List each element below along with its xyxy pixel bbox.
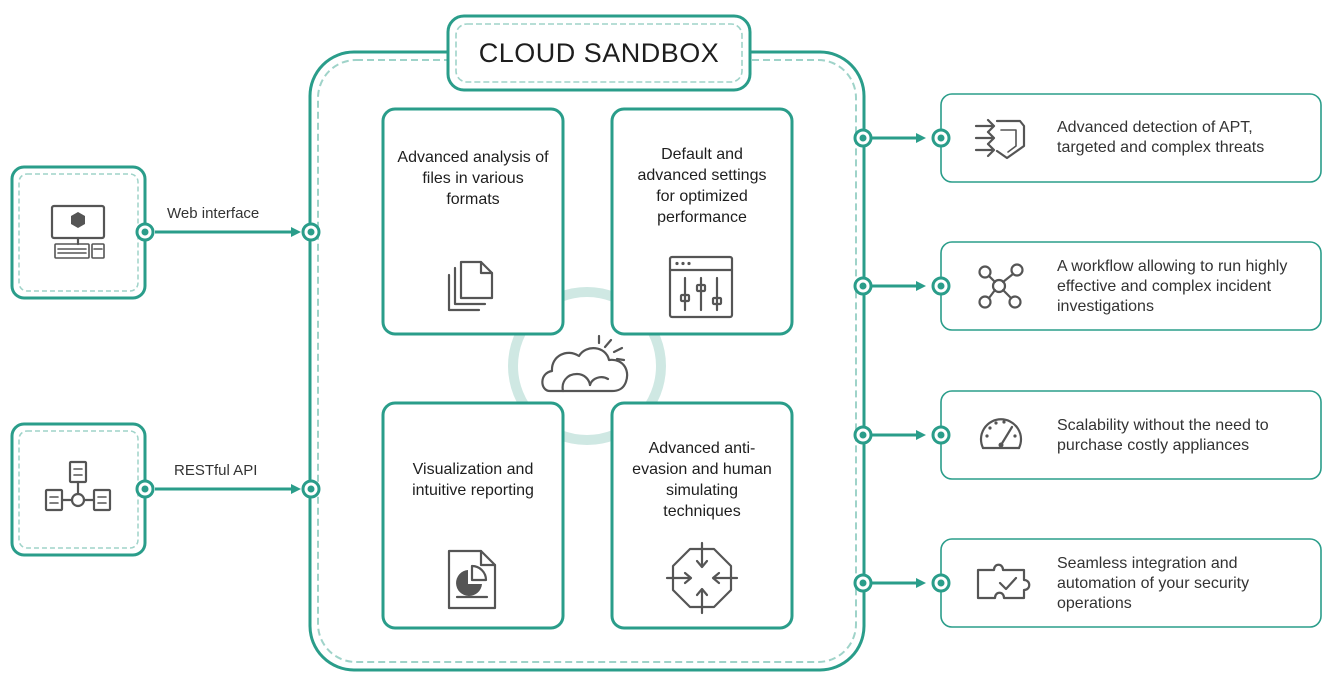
feature-text-settings: Default and advanced settings for optimi… xyxy=(637,146,767,226)
output-text-workflow: A workflow allowing to run highly effect… xyxy=(1057,258,1288,315)
feature-tile-settings xyxy=(610,107,794,336)
report-chart-icon xyxy=(447,549,497,610)
speedometer-icon xyxy=(979,418,1023,450)
output-connector-1 xyxy=(853,128,951,148)
output-text-apt-detection: Advanced detection of APT, targeted and … xyxy=(1057,119,1265,156)
restful-api-connector xyxy=(135,479,321,499)
feature-text-anti-evasion: Advanced anti-evasion and human simulati… xyxy=(632,440,772,520)
workflow-nodes-icon xyxy=(978,263,1024,309)
output-connector-2 xyxy=(853,276,951,296)
settings-sliders-icon xyxy=(668,255,734,319)
output-text-integration: Seamless integration and automation of y… xyxy=(1057,555,1250,612)
output-connector-3 xyxy=(853,425,951,445)
feature-text-reporting: Visualization and intuitive reporting xyxy=(412,461,534,499)
feature-text-file-analysis: Advanced analysis of files in various fo… xyxy=(397,148,549,208)
cloud-icon xyxy=(541,334,629,393)
feature-tile-anti-evasion xyxy=(610,401,794,630)
web-interface-connector xyxy=(135,222,321,242)
web-interface-label: Web interface xyxy=(167,205,260,222)
puzzle-check-icon xyxy=(976,563,1031,600)
documents-icon xyxy=(447,260,494,312)
api-network-icon xyxy=(44,460,112,512)
shield-icon xyxy=(974,118,1026,160)
restful-api-label: RESTful API xyxy=(174,462,258,479)
feature-tile-file-analysis xyxy=(381,107,565,336)
title-box xyxy=(446,14,752,92)
feature-tile-reporting xyxy=(381,401,565,630)
target-arrows-icon xyxy=(665,541,739,615)
web-interface-box xyxy=(10,165,147,300)
computer-icon xyxy=(50,204,106,259)
center-ring xyxy=(508,287,666,445)
output-connector-4 xyxy=(853,573,951,593)
output-text-scalability: Scalability without the need to purchase… xyxy=(1057,417,1269,454)
page-title: CLOUD SANDBOX xyxy=(478,37,720,68)
